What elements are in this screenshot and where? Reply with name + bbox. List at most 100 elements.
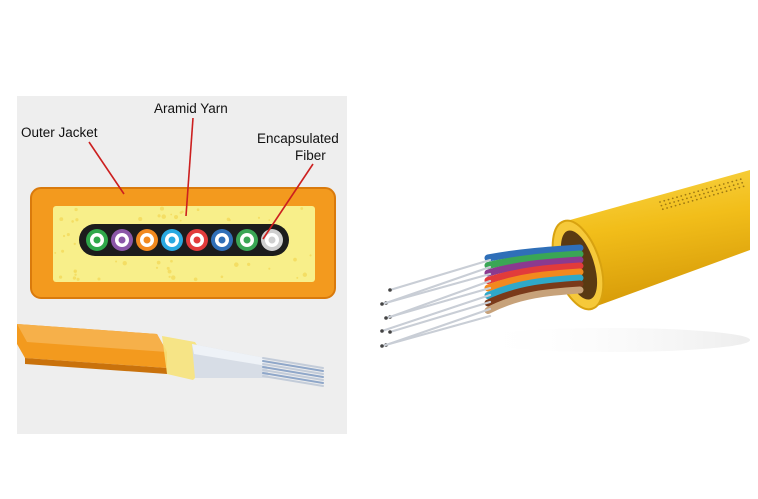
- print-dot: [742, 185, 745, 188]
- print-dot: [694, 195, 697, 197]
- print-dot: [734, 187, 736, 190]
- round-cable-svg: [380, 170, 750, 352]
- yarn-fleck: [75, 218, 79, 222]
- ribbon-cable-svg: [17, 187, 336, 387]
- yarn-fleck: [296, 276, 299, 279]
- yarn-fleck: [58, 275, 63, 279]
- print-dot: [678, 203, 681, 206]
- yarn-fleck: [73, 242, 76, 246]
- fiber-core: [143, 236, 151, 244]
- yarn-fleck: [74, 273, 77, 276]
- jacket-print-marks: [659, 178, 745, 211]
- yarn-fleck: [161, 214, 167, 219]
- print-dot: [686, 197, 688, 200]
- yarn-fleck: [76, 277, 80, 281]
- yarn-fleck: [171, 275, 176, 280]
- print-dot: [715, 189, 718, 191]
- yarn-fleck: [309, 254, 312, 257]
- fiber-tip: [384, 316, 388, 320]
- print-dot: [721, 191, 724, 194]
- yarn-fleck: [247, 262, 251, 266]
- yarn-fleck: [170, 213, 173, 216]
- print-dot: [663, 199, 666, 202]
- buffer-tube: [484, 268, 584, 292]
- ribbon-fiber: [262, 363, 324, 375]
- yarn-fleck: [220, 275, 224, 279]
- ribbon-fiber: [262, 366, 324, 378]
- aramid-yarn-label: Aramid Yarn: [154, 101, 228, 116]
- bare-fiber: [384, 286, 492, 320]
- encapsulated-fiber-leader-line: [262, 163, 314, 240]
- print-dot: [732, 184, 735, 187]
- yarn-fleck: [159, 206, 164, 211]
- yarn-fleck: [179, 211, 183, 214]
- yarn-fleck: [115, 260, 118, 263]
- print-dot: [708, 195, 711, 197]
- yarn-fleck: [97, 277, 101, 281]
- yarn-fleck: [61, 249, 65, 253]
- print-dot: [717, 192, 719, 195]
- print-dot: [739, 178, 742, 181]
- yarn-fleck: [268, 219, 271, 222]
- yarn-fleck: [268, 267, 271, 270]
- buffer-tube: [484, 256, 584, 277]
- encapsulated-fiber-label-line1: Encapsulated: [257, 131, 339, 146]
- yarn-fleck: [54, 251, 57, 254]
- yarn-fleck: [170, 259, 173, 263]
- print-dot: [684, 193, 687, 196]
- yarn-fleck: [155, 266, 159, 269]
- print-dot: [738, 186, 741, 189]
- print-dot: [693, 191, 695, 194]
- print-dot: [681, 198, 684, 201]
- ribbon-cable-illustration: [17, 324, 324, 387]
- print-dot: [670, 205, 673, 208]
- cable-jacket: [570, 170, 750, 310]
- print-dot: [688, 192, 691, 195]
- bare-fiber: [380, 272, 492, 306]
- yarn-fleck: [167, 269, 172, 274]
- fiber-core: [268, 236, 276, 244]
- print-dot: [718, 184, 721, 187]
- bare-fiber: [388, 300, 492, 334]
- fiber-core: [193, 236, 201, 244]
- print-dot: [704, 196, 707, 199]
- print-dot: [673, 201, 676, 203]
- yarn-fleck: [73, 270, 76, 273]
- ribbon-fiber: [262, 369, 324, 381]
- print-dot: [701, 189, 704, 191]
- print-dot: [664, 203, 667, 206]
- fiber-core: [243, 236, 251, 244]
- yarn-fleck: [234, 262, 239, 267]
- print-dot: [722, 183, 725, 185]
- yarn-fleck: [138, 217, 143, 222]
- print-dot: [687, 201, 690, 203]
- print-dot: [680, 195, 683, 197]
- print-dot: [674, 204, 677, 207]
- yarn-fleck: [257, 216, 261, 219]
- buffer-tube: [484, 244, 584, 262]
- bare-fiber: [380, 314, 492, 348]
- outer-jacket-label: Outer Jacket: [21, 125, 98, 140]
- print-dot: [676, 196, 678, 199]
- print-dot: [661, 208, 664, 211]
- print-dot: [712, 193, 715, 196]
- buffer-tube: [484, 262, 584, 284]
- yarn-fleck: [122, 261, 127, 266]
- yarn-fleck: [72, 276, 77, 280]
- yarn-fleck: [71, 220, 74, 223]
- ribbon-fiber-ends: [262, 357, 324, 387]
- print-dot: [727, 181, 729, 184]
- print-dot: [691, 199, 694, 202]
- ribbon-cable-diagram: Outer Jacket Aramid Yarn Encapsulated Fi…: [17, 96, 347, 434]
- print-dot: [731, 180, 734, 183]
- print-dot: [667, 198, 670, 201]
- yarn-fleck: [196, 208, 200, 212]
- aramid-yarn-leader-line: [185, 117, 194, 217]
- print-dot: [659, 201, 661, 203]
- print-dot: [666, 207, 668, 209]
- yarn-fleck: [173, 214, 179, 220]
- ribbon-fiber: [262, 372, 324, 384]
- print-dot: [660, 204, 663, 207]
- cable-shadow: [470, 328, 750, 352]
- print-dot: [690, 196, 693, 199]
